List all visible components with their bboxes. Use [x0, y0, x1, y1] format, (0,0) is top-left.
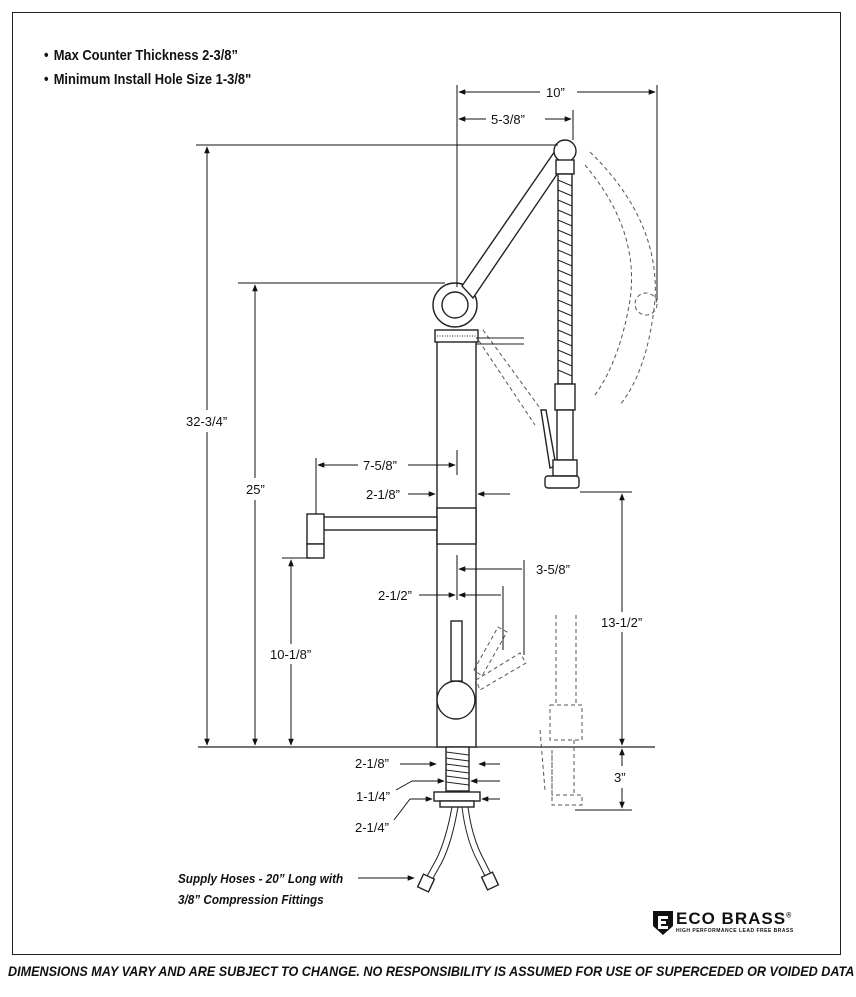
sprayer-trigger	[540, 409, 557, 469]
supply-note-line-2: 3/8” Compression Fittings	[178, 892, 324, 907]
spout-outlet	[306, 543, 325, 559]
spout-collar	[436, 507, 477, 545]
shank-threads	[445, 751, 470, 786]
dim-spout-height: 25”	[246, 482, 265, 497]
dim-below-counter: 3”	[614, 770, 626, 785]
arm-knob	[553, 139, 577, 163]
dim-overall-height: 32-3/4”	[186, 414, 227, 429]
ghost-arm-1	[474, 334, 536, 426]
swing-arm	[461, 149, 567, 300]
body-collar	[434, 329, 479, 343]
dock-ghost	[539, 615, 583, 806]
dim-handle-offset: 2-1/2”	[378, 588, 412, 603]
disclaimer: DIMENSIONS MAY VARY AND ARE SUBJECT TO C…	[8, 963, 855, 979]
swing-arc-inner	[584, 164, 633, 396]
sprayer-tip	[544, 475, 580, 489]
dim-arm-reach: 5-3/8”	[491, 112, 525, 127]
logo-wordmark: ECO BRASS®	[676, 909, 793, 928]
handle-lever	[450, 620, 463, 682]
dim-spout-reach: 7-5/8”	[363, 458, 397, 473]
hose-coil	[557, 179, 573, 377]
washer	[439, 800, 475, 808]
handle-ghost-2	[473, 626, 508, 677]
logo-tagline: HIGH PERFORMANCE LEAD FREE BRASS	[676, 928, 794, 934]
dim-overall-reach: 10”	[546, 85, 565, 100]
sprayer-body	[556, 409, 574, 461]
spec-notes: Max Counter Thickness 2-3/8” Minimum Ins…	[44, 44, 252, 92]
swing-arc-outer	[589, 151, 656, 406]
fitting-left	[416, 873, 436, 893]
dim-body-diameter: 2-1/8”	[366, 487, 400, 502]
supply-hose-note: Supply Hoses - 20” Long with 3/8” Compre…	[178, 868, 343, 910]
sprayer-fitting	[554, 383, 576, 411]
supply-hose-right	[461, 806, 493, 879]
dim-shank: 1-1/4”	[356, 789, 390, 804]
note-counter-thickness: Max Counter Thickness 2-3/8”	[44, 44, 251, 68]
shank	[445, 746, 470, 792]
handle-hub	[436, 680, 476, 720]
note-install-hole: Minimum Install Hole Size 1-3/8"	[44, 68, 252, 92]
dim-mounting-nut: 2-1/4”	[355, 820, 389, 835]
spout-head	[306, 513, 325, 545]
supply-hose-left	[425, 806, 459, 881]
ghost-arm-2	[482, 329, 546, 416]
mounting-nut	[433, 791, 481, 802]
spout-arm	[321, 516, 438, 531]
dim-handle-clearance: 3-5/8”	[536, 562, 570, 577]
supply-note-line-1: Supply Hoses - 20” Long with	[178, 871, 344, 886]
dim-shank-upper: 2-1/8”	[355, 756, 389, 771]
sprayer-nozzle	[552, 459, 578, 477]
eco-brass-logo: ECO BRASS® HIGH PERFORMANCE LEAD FREE BR…	[652, 908, 817, 938]
dim-sprayer-height: 13-1/2”	[601, 615, 642, 630]
fitting-right	[480, 871, 500, 891]
pivot-ring-inner	[441, 291, 469, 319]
handle-ghost-1	[475, 652, 527, 691]
dim-spout-outlet-height: 10-1/8”	[270, 647, 311, 662]
eco-brass-shield-icon	[653, 911, 673, 935]
arm-joint	[555, 159, 575, 175]
ghost-knob	[634, 292, 658, 316]
drawing-border	[12, 12, 841, 955]
